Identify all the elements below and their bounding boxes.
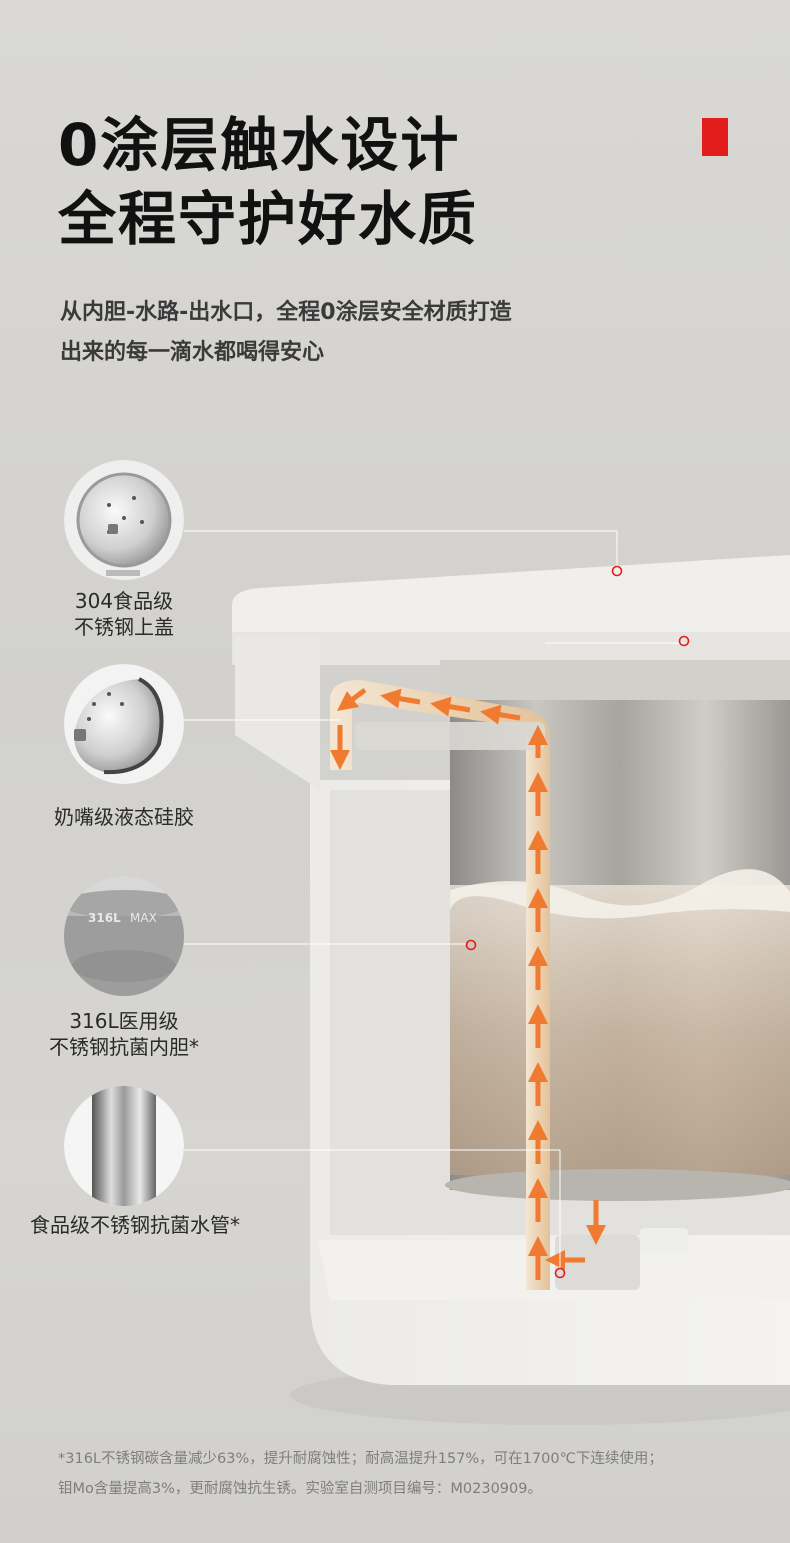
silicone-icon bbox=[64, 664, 184, 784]
callout-pipe-label: 食品级不锈钢抗菌水管* bbox=[0, 1212, 270, 1238]
footnote-line1: *316L不锈钢碳含量减少63%，提升耐腐蚀性；耐高温提升157%，可在1700… bbox=[58, 1451, 663, 1467]
subheadline-line2: 出来的每一滴水都喝得安心 bbox=[60, 340, 325, 365]
headline-line1: 0涂层触水设计 bbox=[58, 111, 461, 179]
callout-silicone-line1: 奶嘴级液态硅胶 bbox=[54, 805, 194, 829]
callout-lid-line2: 不锈钢上盖 bbox=[74, 615, 174, 639]
inner-tank-icon: 316L MAX bbox=[64, 876, 184, 996]
subheadline: 从内胆-水路-出水口，全程0涂层安全材质打造 出来的每一滴水都喝得安心 bbox=[60, 293, 512, 373]
callout-pipe-line1: 食品级不锈钢抗菌水管* bbox=[30, 1213, 240, 1237]
footnote: *316L不锈钢碳含量减少63%，提升耐腐蚀性；耐高温提升157%，可在1700… bbox=[58, 1444, 758, 1504]
footnote-line2: 钼Mo含量提高3%，更耐腐蚀抗生锈。实验室自测项目编号：M0230909。 bbox=[58, 1481, 542, 1497]
water-pipe-icon bbox=[64, 1086, 184, 1206]
callout-tank-line1: 316L医用级 bbox=[69, 1009, 179, 1033]
callout-lid-label: 304食品级 不锈钢上盖 bbox=[44, 588, 204, 640]
tank-grade-text: 316L bbox=[88, 911, 121, 925]
callout-silicone-label: 奶嘴级液态硅胶 bbox=[24, 804, 224, 830]
headline: 0涂层触水设计 全程守护好水质 bbox=[58, 108, 478, 256]
accent-block bbox=[702, 118, 728, 156]
headline-line2: 全程守护好水质 bbox=[58, 185, 479, 253]
callout-tank-label: 316L医用级 不锈钢抗菌内胆* bbox=[24, 1008, 224, 1060]
subheadline-line1: 从内胆-水路-出水口，全程0涂层安全材质打造 bbox=[60, 300, 512, 325]
callout-tank-line2: 不锈钢抗菌内胆* bbox=[49, 1035, 199, 1059]
lid-icon bbox=[64, 460, 184, 580]
tank-max-text: MAX bbox=[130, 911, 157, 925]
callout-lid-line1: 304食品级 bbox=[74, 589, 174, 613]
